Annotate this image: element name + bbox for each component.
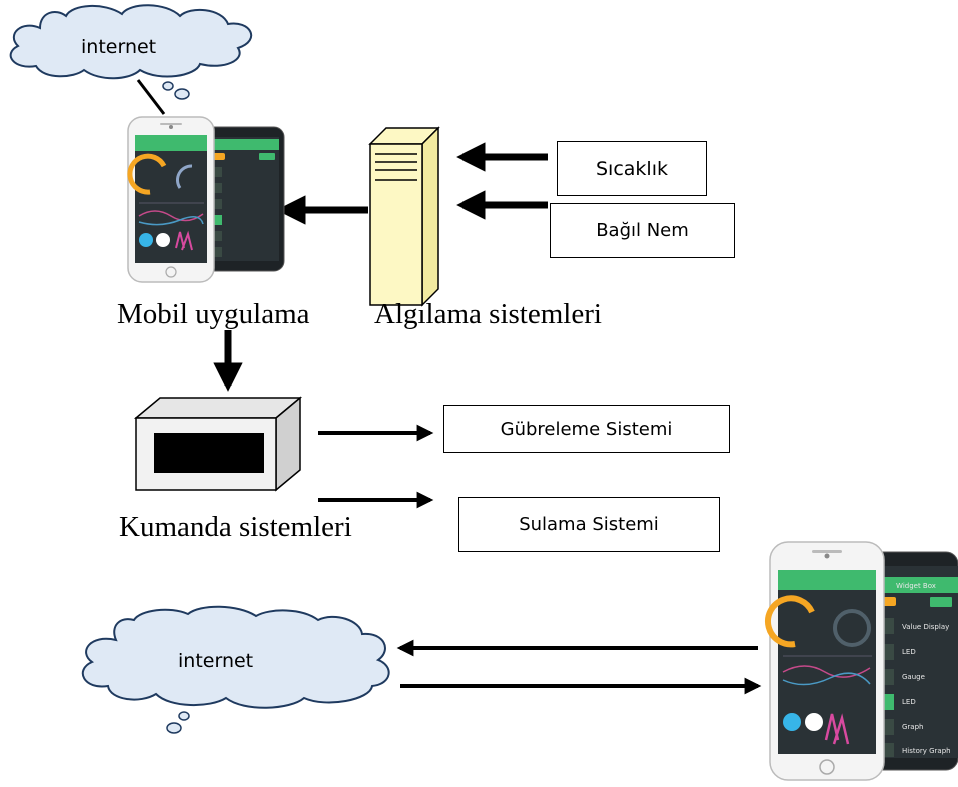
cloud-top-label: internet	[81, 36, 157, 58]
output-box-fertilization: Gübreleme Sistemi	[443, 405, 730, 453]
output-box-irrigation: Sulama Sistemi	[458, 497, 720, 552]
mobile-phone-illustration-bottom: Value Display LED Gauge LED Graph Histor…	[765, 541, 958, 781]
cloud-phone-link	[136, 79, 166, 115]
phone-menu-gauge: Gauge	[902, 673, 925, 681]
output-irrigation-label: Sulama Sistemi	[519, 514, 659, 535]
phone-menu-history-graph: History Graph	[902, 747, 951, 755]
sensor-box-temperature: Sıcaklık	[557, 141, 707, 196]
cloud-top-shape	[9, 4, 252, 100]
label-mobile-app: Mobil uygulama	[117, 298, 310, 330]
phone-menu-header: Widget Box	[896, 582, 936, 590]
sensor-temperature-label: Sıcaklık	[596, 157, 668, 180]
mobile-phone-illustration-top	[127, 116, 285, 283]
phone-menu-led: LED	[902, 648, 916, 656]
server-tower	[368, 126, 440, 307]
controller-box	[133, 396, 303, 492]
sensor-box-humidity: Bağıl Nem	[550, 203, 735, 258]
phone-menu-value-display: Value Display	[902, 623, 949, 631]
cloud-bottom-shape	[81, 605, 390, 734]
phone-menu-led-2: LED	[902, 698, 916, 706]
label-sensing-systems: Algılama sistemleri	[374, 298, 602, 330]
cloud-bottom-label: internet	[178, 650, 254, 672]
output-fertilization-label: Gübreleme Sistemi	[500, 418, 673, 440]
label-control-systems: Kumanda sistemleri	[119, 511, 352, 543]
phone-menu-graph: Graph	[902, 723, 923, 731]
sensor-humidity-label: Bağıl Nem	[596, 220, 689, 241]
